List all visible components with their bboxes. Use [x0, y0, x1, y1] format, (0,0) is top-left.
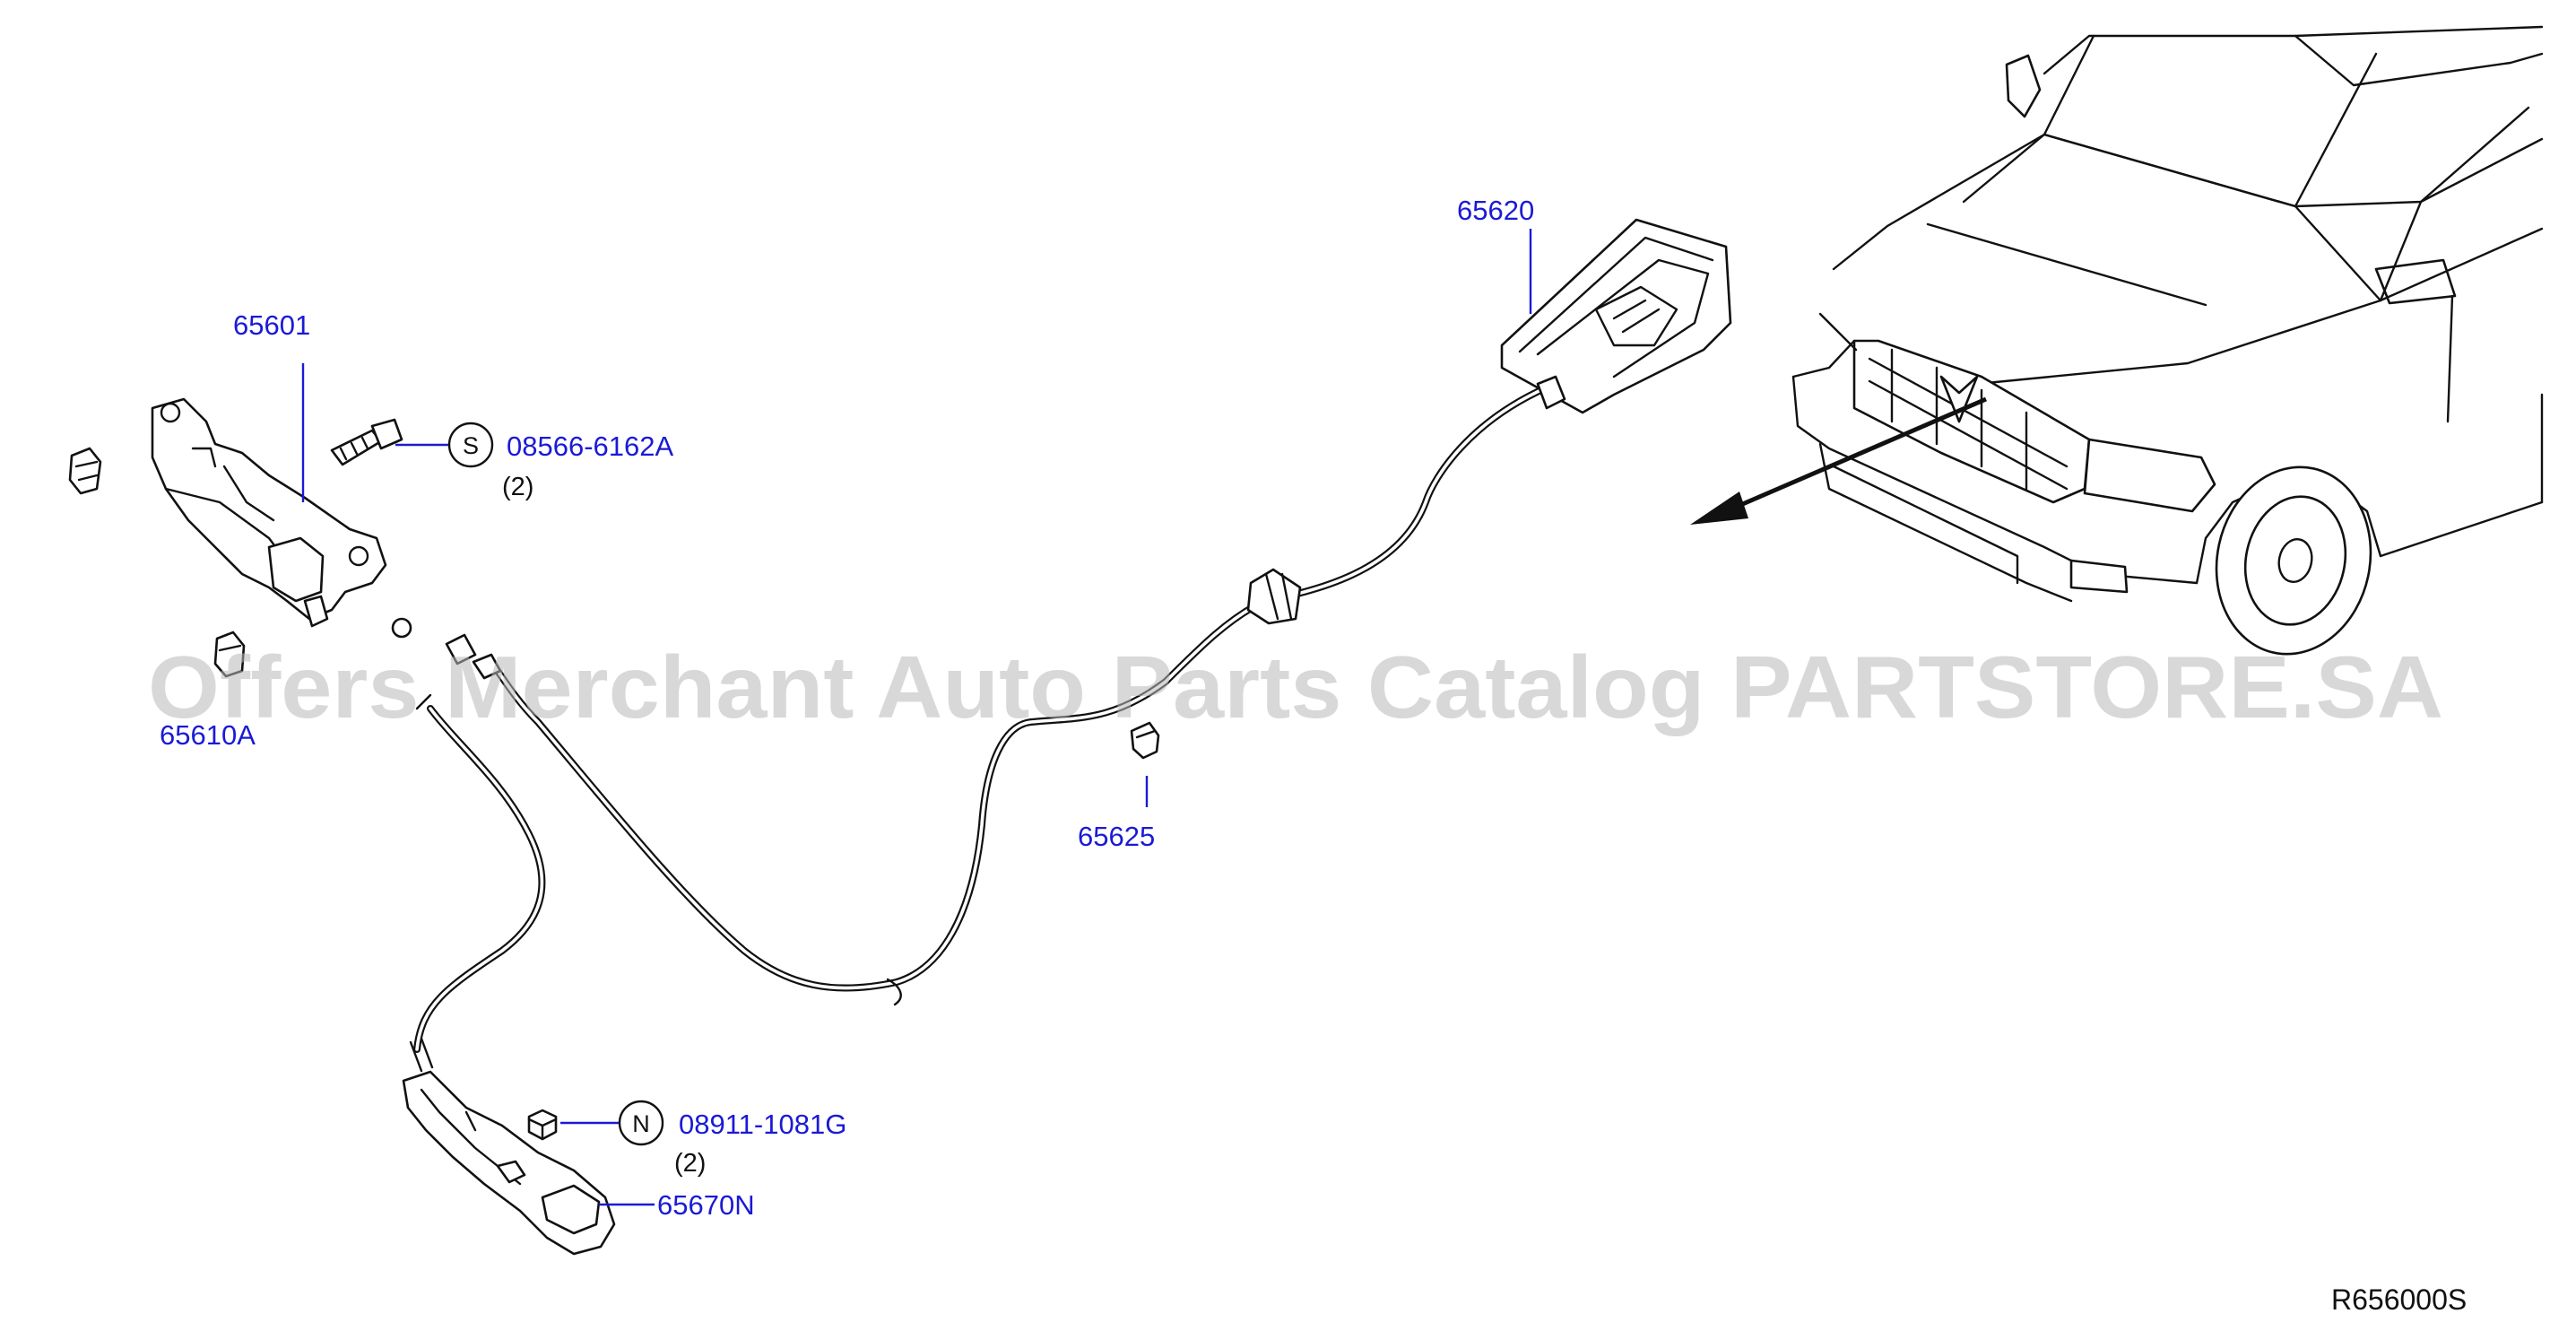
- spec-badge-s: [447, 422, 494, 468]
- hood-release-handle-icon: [402, 1037, 616, 1256]
- direction-arrow-icon: [1690, 396, 1987, 525]
- callout-65601[interactable]: 65601: [233, 309, 310, 341]
- hood-release-cable: [391, 384, 1550, 1053]
- callout-08911-1081g[interactable]: 08911-1081G: [679, 1109, 846, 1140]
- spec-badge-n-letter: N: [632, 1110, 650, 1137]
- callout-65610a[interactable]: 65610A: [160, 719, 256, 751]
- qty-08911: (2): [674, 1149, 706, 1178]
- callout-08566-6162a[interactable]: 08566-6162A: [507, 431, 673, 462]
- bolt-icon: [330, 418, 403, 466]
- watermark-text: Offers Merchant Auto Parts Catalog PARTS…: [148, 638, 2443, 736]
- diagram-reference-code: R656000S: [2331, 1283, 2467, 1316]
- nut-icon: [527, 1109, 558, 1141]
- cable-clip-icon: [1130, 721, 1160, 760]
- callout-65670n[interactable]: 65670N: [657, 1189, 755, 1221]
- hood-release-handle-icon: [1500, 218, 1732, 414]
- callout-65625[interactable]: 65625: [1078, 821, 1155, 852]
- vehicle-front-icon: [1791, 25, 2544, 656]
- hood-latch-icon: [151, 397, 387, 628]
- spec-badge-n: [618, 1100, 664, 1146]
- spec-badge-s-letter: S: [463, 432, 479, 459]
- qty-08566: (2): [502, 473, 533, 501]
- callout-65620[interactable]: 65620: [1457, 195, 1534, 226]
- cable-clip-icon: [213, 631, 246, 678]
- cable-clip-icon: [68, 447, 102, 495]
